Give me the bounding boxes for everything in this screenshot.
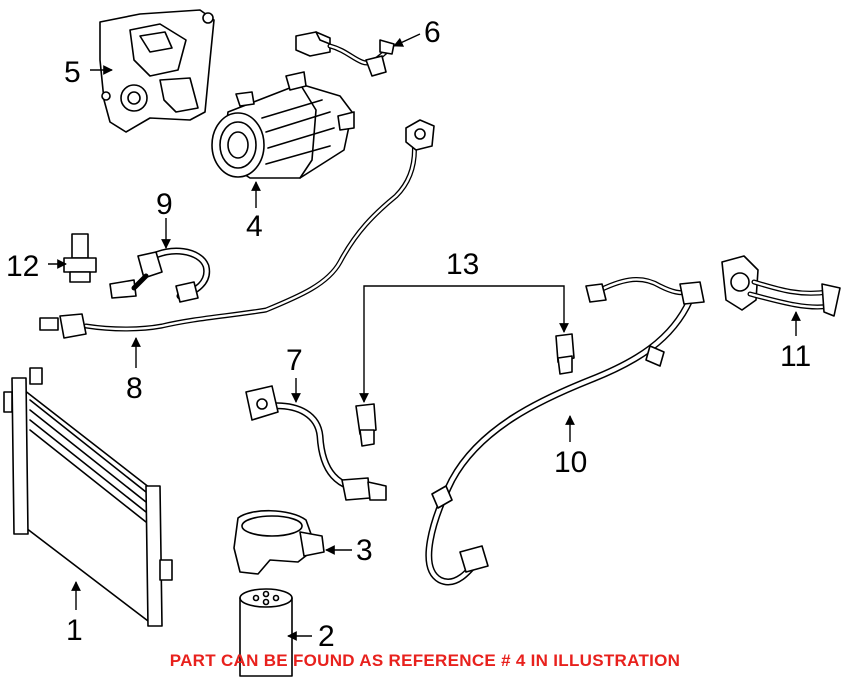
leader-6 xyxy=(393,33,421,47)
callout-4: 4 xyxy=(246,210,263,243)
part-5-mounting-bracket xyxy=(99,9,215,133)
callout-10: 10 xyxy=(554,446,587,479)
part-6-sensor-harness xyxy=(295,31,395,77)
callout-3: 3 xyxy=(356,534,373,567)
part-10-suction-hose xyxy=(425,277,705,586)
part-12-pressure-switch xyxy=(63,233,97,283)
part-9-hose-assembly xyxy=(109,247,211,303)
leader-lines xyxy=(48,33,801,641)
part-2-receiver-drier xyxy=(239,588,293,677)
part-8-liquid-line xyxy=(39,119,435,339)
part-1-condenser xyxy=(3,367,173,627)
part-3-drier-bracket xyxy=(233,509,325,575)
part-13-pressure-sensor-left xyxy=(355,403,377,447)
callout-12: 12 xyxy=(6,250,39,283)
callout-5: 5 xyxy=(64,56,81,89)
part-11-expansion-valve xyxy=(721,255,841,317)
leader-13-left xyxy=(359,285,462,403)
callout-labels: 5 6 4 9 12 8 7 13 10 11 3 1 2 xyxy=(6,16,811,653)
callout-11: 11 xyxy=(780,340,811,373)
leader-13-right xyxy=(462,285,569,333)
callout-7: 7 xyxy=(286,344,303,377)
part-4-ac-compressor xyxy=(211,71,355,179)
part-7-discharge-hose xyxy=(245,385,387,501)
callout-13: 13 xyxy=(446,248,479,281)
part-13-pressure-sensor-right xyxy=(555,333,575,375)
reference-note: PART CAN BE FOUND AS REFERENCE # 4 IN IL… xyxy=(169,651,681,670)
callout-9: 9 xyxy=(156,188,173,221)
callout-1: 1 xyxy=(66,614,83,647)
callout-6: 6 xyxy=(424,16,441,49)
callout-8: 8 xyxy=(126,372,143,405)
callout-2: 2 xyxy=(318,620,335,653)
